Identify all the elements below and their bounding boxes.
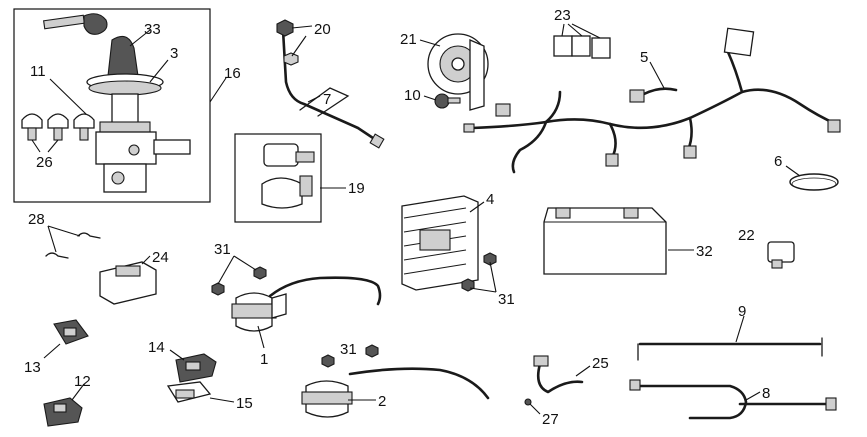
- callout-13: 13: [24, 359, 41, 376]
- callout-32: 32: [696, 243, 713, 260]
- battery-icon: [543, 207, 667, 275]
- cables-group: 9 8: [629, 303, 837, 420]
- battery-cable-icon: [276, 19, 385, 149]
- callout-3: 3: [170, 45, 178, 62]
- ignition-coil-group: 31 1: [211, 241, 382, 368]
- callout-21: 21: [400, 31, 417, 48]
- callout-16: 16: [224, 65, 241, 82]
- callout-2: 2: [378, 393, 386, 410]
- wiring-harness-group: 23 5: [463, 7, 841, 174]
- callout-22: 22: [738, 227, 755, 244]
- horn-bolt-icon: [434, 93, 461, 109]
- switch-12-icon: [43, 397, 83, 427]
- callout-26: 26: [36, 154, 53, 171]
- horn-icon: [427, 33, 489, 111]
- starter-relay-frame: [234, 133, 322, 223]
- callout-8: 8: [762, 385, 770, 402]
- callout-33: 33: [144, 21, 161, 38]
- battery-group: 32: [543, 207, 713, 275]
- small-switches-group: 13 12 14 15: [24, 319, 253, 427]
- callout-6: 6: [774, 153, 782, 170]
- callout-25: 25: [592, 355, 609, 372]
- cable-tie-icon: [789, 173, 839, 191]
- callout-12: 12: [74, 373, 91, 390]
- starter-relay-group: 20 7 19: [234, 19, 385, 223]
- switch-13-icon: [53, 319, 89, 345]
- callout-11: 11: [30, 63, 46, 80]
- callout-4: 4: [486, 191, 494, 208]
- callout-7: 7: [323, 91, 331, 108]
- cable-tie-group: 6: [774, 153, 839, 191]
- callout-31-lower: 31: [340, 341, 357, 358]
- lower-coil-screws-icon: [321, 344, 379, 368]
- callout-28: 28: [28, 211, 45, 228]
- flasher-relay-group: 22: [738, 227, 795, 269]
- sensor-lead-icon: [524, 355, 584, 406]
- callout-1: 1: [260, 351, 268, 368]
- switch-15-icon: [166, 381, 212, 403]
- lower-coil-group: 31 2: [301, 341, 490, 418]
- flasher-relay-icon: [767, 241, 795, 269]
- callout-9: 9: [738, 303, 746, 320]
- ignition-switch-icon: [86, 35, 191, 193]
- regulator-rectifier-icon: [401, 195, 479, 291]
- lower-coil-icon: [301, 367, 490, 418]
- cable-8-icon: [629, 379, 837, 420]
- cable-9-icon: [637, 337, 823, 361]
- callout-5: 5: [640, 49, 648, 66]
- seat-lock-caps-icon: [21, 113, 95, 141]
- callout-23: 23: [554, 7, 571, 24]
- callout-24: 24: [152, 249, 169, 266]
- callout-14: 14: [148, 339, 165, 356]
- callout-15: 15: [236, 395, 253, 412]
- regulator-group: 4 31: [401, 191, 515, 308]
- ignition-switch-group: 33 3 11 26 16: [13, 8, 241, 203]
- callout-20: 20: [314, 21, 331, 38]
- callout-31-regulator: 31: [498, 291, 515, 308]
- key-icon: [43, 13, 108, 35]
- horn-group: 21 10: [400, 31, 489, 111]
- callout-31-coil: 31: [214, 241, 231, 258]
- starter-relay-icon: [261, 143, 315, 209]
- handlebar-switch-group: 28 24: [28, 211, 169, 305]
- callout-27: 27: [542, 411, 559, 428]
- switch-screws-icon: [45, 232, 101, 259]
- handlebar-switch-icon: [99, 261, 157, 305]
- wiring-harness-icon: [463, 27, 841, 174]
- sensor-group: 25 27: [524, 355, 609, 428]
- switch-14-icon: [175, 353, 217, 383]
- callout-19: 19: [348, 180, 365, 197]
- ignition-coil-icon: [231, 276, 382, 332]
- ignition-group-frame: [13, 8, 211, 203]
- callout-10: 10: [404, 87, 421, 104]
